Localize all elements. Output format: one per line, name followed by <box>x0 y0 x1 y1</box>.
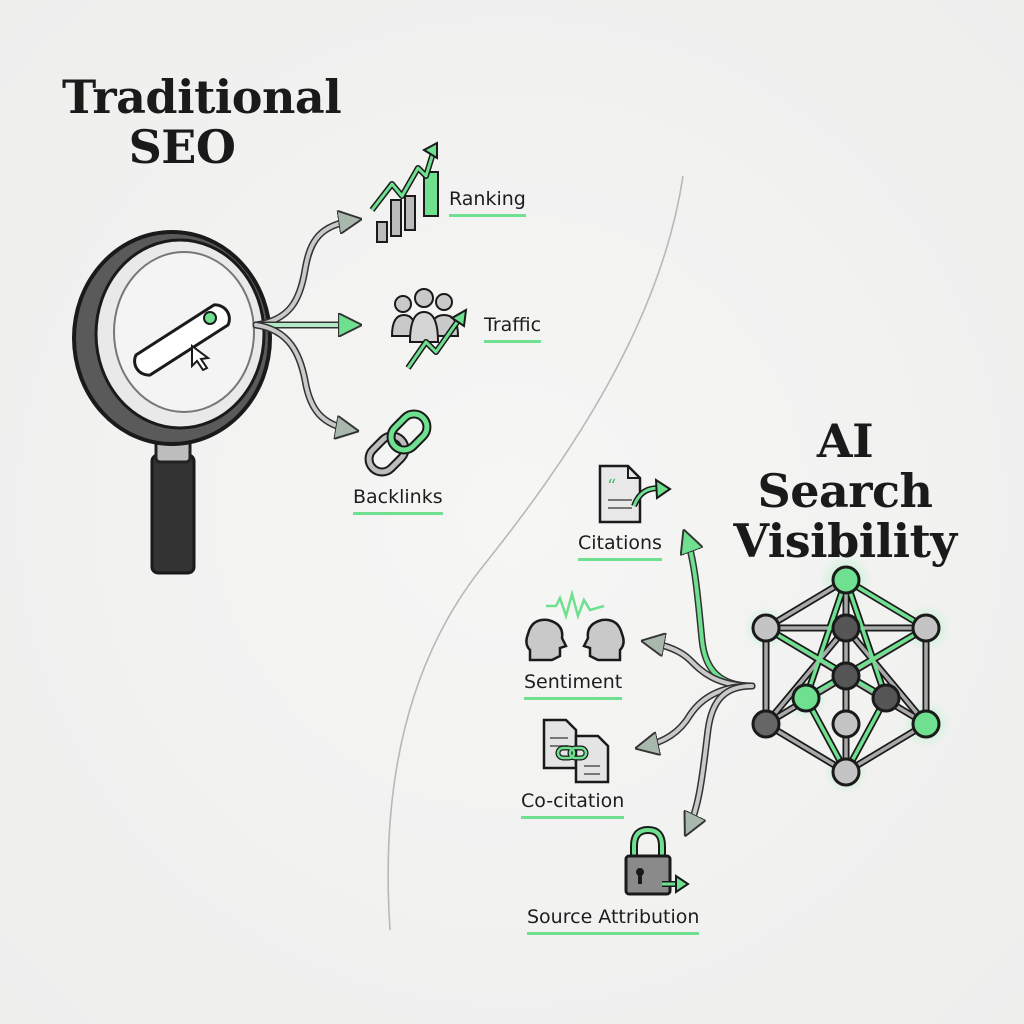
heading-line: AI Search <box>757 414 933 518</box>
network-graph-icon <box>744 554 950 794</box>
divider-curve <box>387 175 684 931</box>
chain-link-icon <box>364 409 432 477</box>
seo-arrows <box>252 220 355 430</box>
citations-label: Citations <box>578 532 662 561</box>
sentiment-label: Sentiment <box>524 671 623 700</box>
cursor-icon <box>191 344 211 372</box>
people-trend-icon <box>390 288 468 370</box>
two-heads-waveform-icon <box>525 589 625 662</box>
search-bar-icon <box>133 303 231 377</box>
heading-line: Traditional <box>62 70 342 124</box>
traffic-label: Traffic <box>484 314 542 343</box>
ranking-label: Ranking <box>449 188 526 217</box>
ai-search-visibility-heading: AI Search Visibility <box>730 416 960 566</box>
heading-line: SEO <box>128 120 236 174</box>
padlock-arrow-icon <box>624 825 690 896</box>
backlinks-label: Backlinks <box>353 486 443 515</box>
bar-chart-trend-icon <box>369 141 439 243</box>
svg-text:“: “ <box>607 476 616 497</box>
source-attribution-label: Source Attribution <box>527 906 700 935</box>
co-citation-label: Co-citation <box>521 790 625 819</box>
quote-document-icon: “ <box>598 464 672 524</box>
heading-line: Visibility <box>733 514 957 568</box>
ai-arrows <box>642 536 756 830</box>
magnifying-glass-icon <box>72 230 272 575</box>
linked-documents-icon <box>542 718 610 784</box>
traditional-seo-heading: Traditional SEO <box>62 70 342 174</box>
